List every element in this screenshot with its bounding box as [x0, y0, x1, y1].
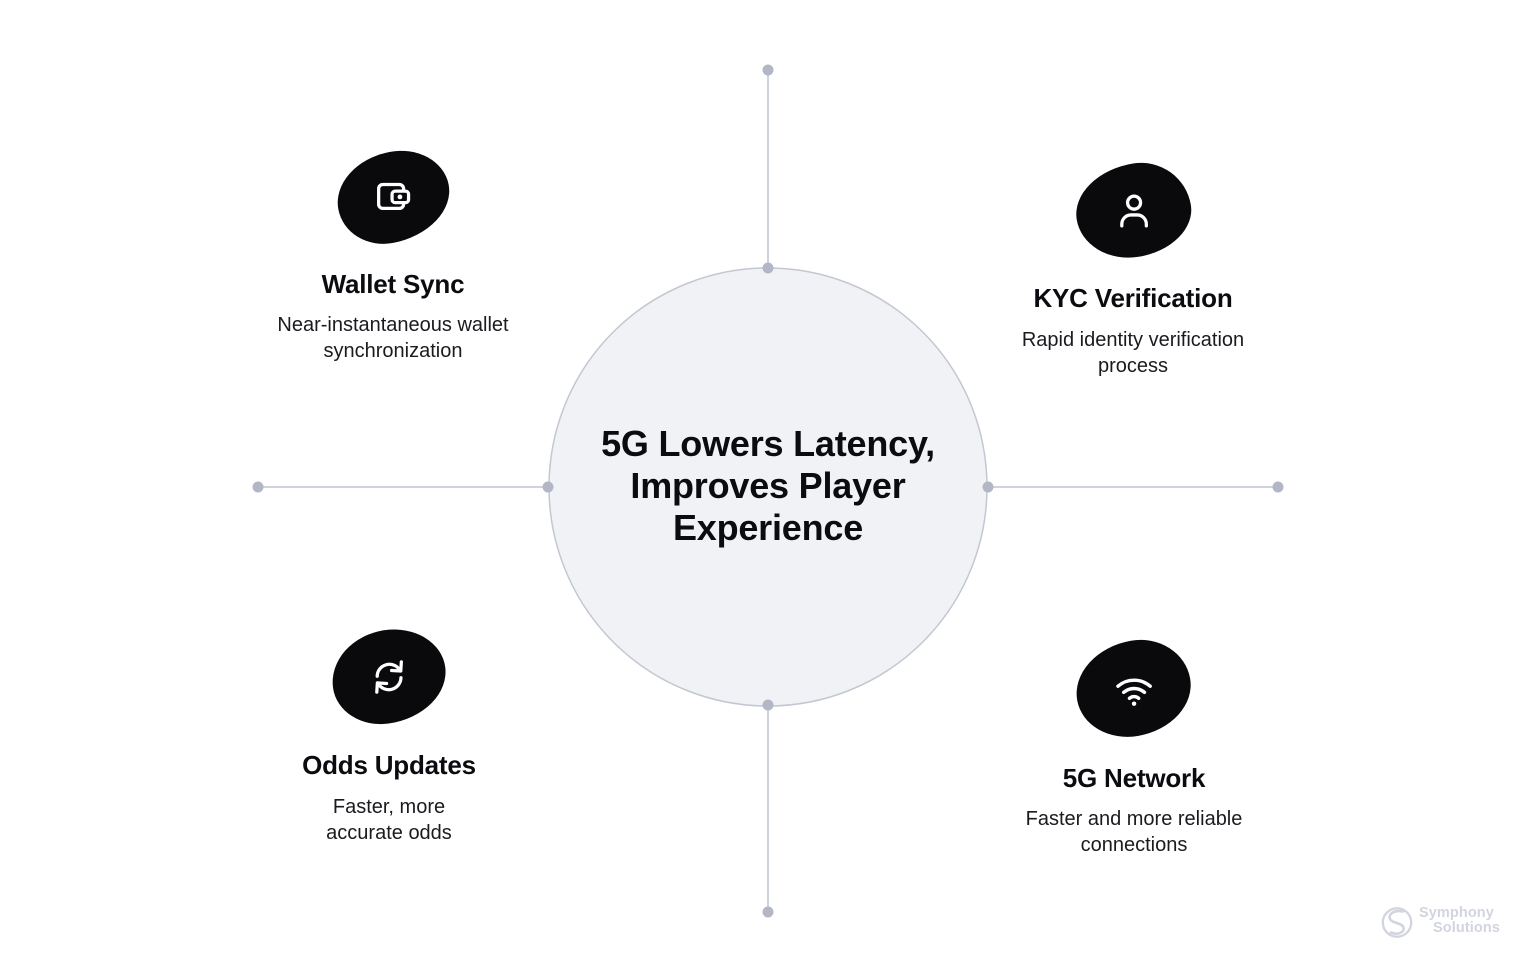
connector-dot-top-inner	[762, 262, 774, 274]
symphony-solutions-logo: Symphony Solutions	[1378, 902, 1500, 942]
wallet-sync-description: Near-instantaneous wallet synchronizatio…	[277, 314, 509, 362]
connector-dot-bottom-inner	[762, 699, 774, 711]
odds-updates-blob	[326, 622, 452, 731]
5g-network-blob	[1068, 631, 1199, 746]
connector-dot-left-inner	[542, 481, 554, 493]
kyc-verification-blob	[1069, 155, 1198, 266]
5g-network-title: 5G Network	[1062, 763, 1206, 793]
kyc-verification-description: Rapid identity verification process	[1021, 329, 1245, 377]
symphony-logo-icon	[1381, 907, 1413, 938]
connector-dot-right-outer	[1272, 481, 1284, 493]
wallet-sync-title: Wallet Sync	[321, 269, 465, 299]
user-icon	[1119, 194, 1148, 228]
connector-dot-right-inner	[982, 481, 994, 493]
center-title: 5G Lowers Latency, Improves Player Exper…	[601, 423, 935, 548]
wallet-icon	[376, 182, 410, 211]
connector-dot-left-outer	[252, 481, 264, 493]
logo-wordmark: Symphony Solutions	[1419, 906, 1500, 936]
wallet-sync-blob	[329, 142, 458, 252]
wifi-icon	[1115, 678, 1152, 706]
connector-dot-bottom-outer	[762, 906, 774, 918]
odds-updates-title: Odds Updates	[302, 750, 476, 780]
logo-text-line1: Symphony	[1419, 905, 1494, 921]
connector-dot-top-outer	[762, 64, 774, 76]
5g-network-description: Faster and more reliable connections	[1025, 808, 1243, 856]
kyc-verification-title: KYC Verification	[1033, 283, 1233, 313]
logo-text-line2: Solutions	[1433, 920, 1500, 936]
odds-updates-description: Faster, more accurate odds	[326, 796, 452, 844]
sync-icon	[375, 659, 403, 694]
